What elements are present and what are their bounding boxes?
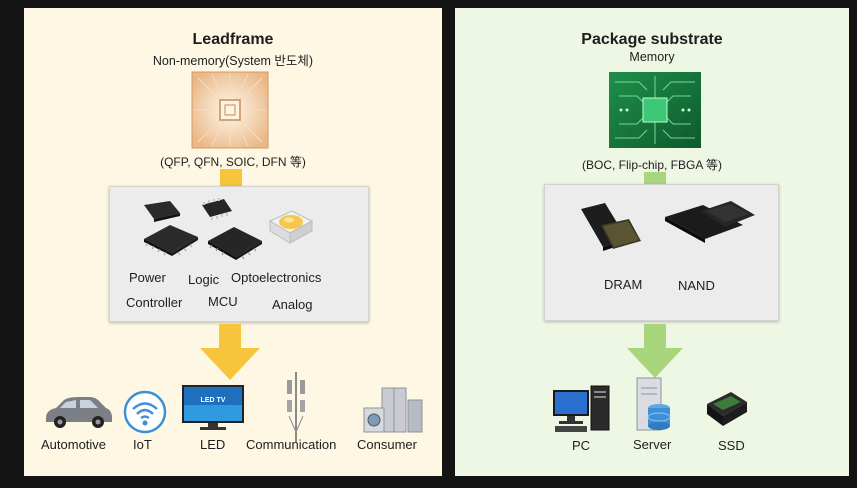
leadframe-chip-image — [191, 71, 269, 149]
package-substrate-subtitle: Memory — [629, 50, 675, 64]
leadframe-product-box: Power Logic Optoelectronics Controller M… — [109, 186, 369, 322]
product-label-dram: DRAM — [604, 277, 643, 292]
iot-wifi-icon — [123, 390, 167, 434]
pc-icon — [553, 385, 610, 432]
ssd-icon — [707, 392, 747, 426]
substrate-product-box: DRAM NAND — [544, 184, 779, 321]
leadframe-subtitle: Non-memory(System 반도체) — [152, 54, 314, 68]
application-label-ssd: SSD — [718, 438, 745, 453]
led-chip-icon — [268, 210, 314, 244]
consumer-appliances-icon — [363, 387, 423, 433]
product-label-logic: Logic — [188, 272, 220, 287]
small-ic-chip-icon — [144, 201, 180, 222]
package-substrate-title: Package substrate — [581, 31, 723, 48]
application-label-pc: PC — [572, 438, 591, 453]
logic-chip-icon — [208, 227, 262, 260]
product-label-nand: NAND — [678, 278, 715, 293]
leadframe-title: Leadframe — [192, 31, 274, 48]
substrate-down-arrow — [627, 324, 683, 378]
leadframe-package-types: (QFP, QFN, SOIC, DFN 等) — [160, 155, 306, 169]
product-label-optoelectronics: Optoelectronics — [231, 270, 322, 285]
package-substrate-image — [609, 72, 701, 148]
product-label-power: Power — [129, 270, 166, 285]
application-label-consumer: Consumer — [357, 437, 417, 452]
application-label-led: LED — [200, 437, 226, 452]
application-label-server: Server — [633, 437, 672, 452]
leadframe-panel: Leadframe Non-memory(System 반도체) (QFP, Q… — [24, 8, 442, 476]
qfp-chip-icon — [144, 225, 198, 256]
product-label-controller: Controller — [126, 295, 183, 310]
application-label-communication: Communication — [246, 437, 337, 452]
led-tv-icon: LED TV — [182, 385, 244, 430]
car-icon — [46, 397, 112, 428]
leadframe-connector-bar — [220, 169, 242, 189]
leadframe-down-arrow — [200, 324, 260, 380]
product-label-mcu: MCU — [208, 294, 238, 309]
application-label-automotive: Automotive — [41, 437, 107, 452]
dram-chip-icon — [581, 203, 641, 251]
nand-chip-icon — [665, 201, 755, 243]
server-icon — [636, 377, 671, 431]
led-tv-badge: LED TV — [201, 397, 226, 404]
application-label-iot: IoT — [133, 437, 152, 452]
ic-chip-pins-icon — [202, 198, 232, 220]
communication-tower-icon — [287, 372, 305, 442]
package-substrate-panel: Package substrate Memory (BOC, Flip-chip… — [455, 8, 849, 476]
package-substrate-package-types: (BOC, Flip-chip, FBGA 等) — [581, 158, 723, 172]
product-label-analog: Analog — [272, 297, 313, 312]
